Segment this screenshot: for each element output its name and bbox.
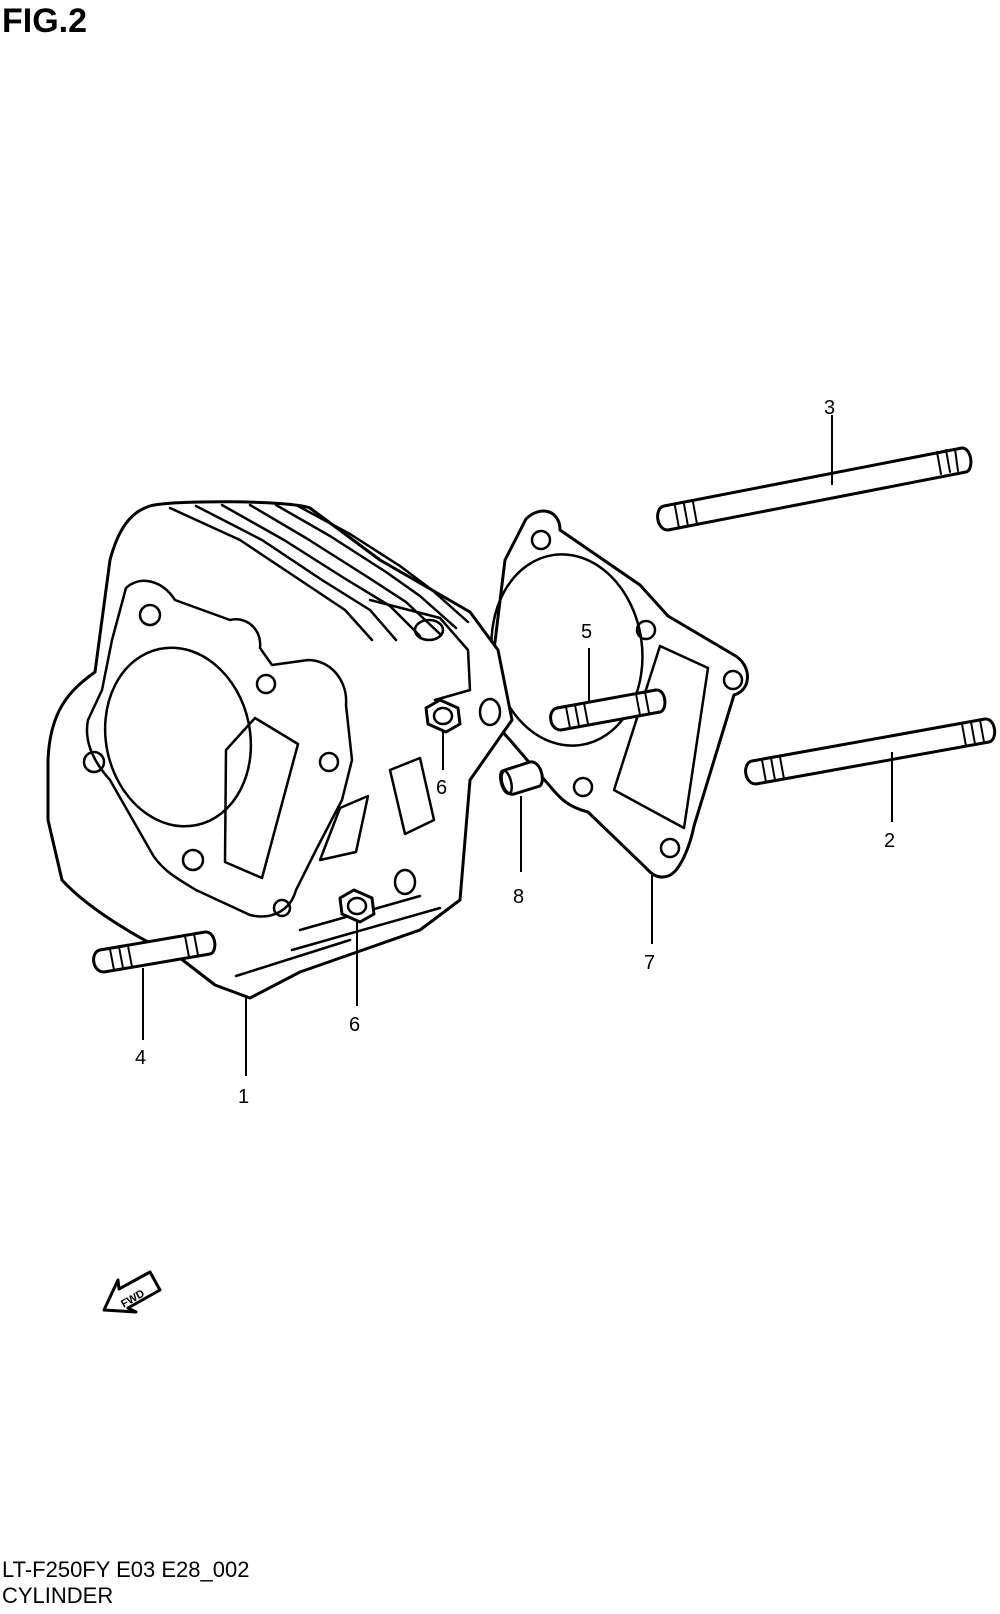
callout-7: 7 <box>644 952 655 974</box>
nut-part-6-upper <box>424 698 462 734</box>
stud-bolt-part-2 <box>744 717 997 786</box>
nut-part-6-lower <box>338 888 376 924</box>
stud-bolt-part-3 <box>656 446 973 532</box>
dowel-pin-part-8 <box>499 760 544 796</box>
callout-6-lower: 6 <box>349 1014 360 1036</box>
callout-3: 3 <box>824 397 835 419</box>
cylinder-block-part-1 <box>46 500 514 1000</box>
callout-2: 2 <box>884 830 895 852</box>
callout-6-upper: 6 <box>436 777 447 799</box>
callout-4: 4 <box>135 1047 146 1069</box>
stud-bolt-part-4 <box>92 930 217 974</box>
section-name-label: CYLINDER <box>2 1583 114 1608</box>
figure-title: FIG.2 <box>2 2 88 40</box>
stud-bolt-part-5 <box>549 688 667 732</box>
fwd-arrow-icon: FWD <box>102 1270 162 1314</box>
callout-1: 1 <box>238 1086 249 1108</box>
cylinder-base-gasket-part-7 <box>484 509 749 879</box>
model-code-label: LT-F250FY E03 E28_002 <box>2 1557 250 1582</box>
callout-8: 8 <box>513 886 524 908</box>
callout-5: 5 <box>581 621 592 643</box>
